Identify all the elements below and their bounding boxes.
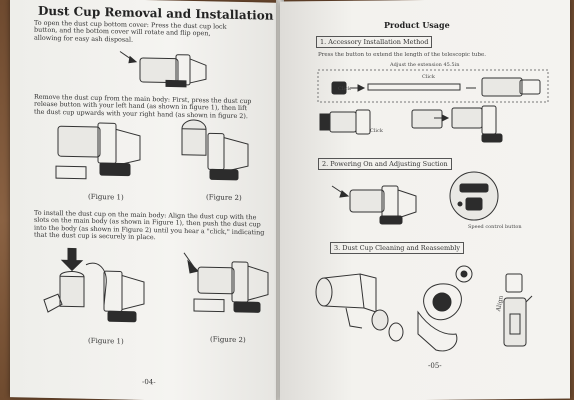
figure-2-caption: (Figure 2) (206, 193, 242, 203)
install-cup-text: To install the dust cup on the main body… (34, 208, 265, 242)
dust-cup-cover-illustration (119, 51, 207, 88)
install-figure-1-caption: (Figure 1) (88, 336, 124, 346)
section-2-heading: 2. Powering On and Adjusting Suction (318, 158, 452, 170)
tube-extension-note: Adjust the extension 45.5in (390, 62, 460, 68)
install-cup-figure-2 (183, 252, 269, 313)
install-figure-2-caption: (Figure 2) (210, 335, 246, 345)
click-label-3: Click (370, 128, 383, 134)
figure-1-caption: (Figure 1) (88, 192, 124, 202)
click-label-2: Click (338, 86, 351, 92)
remove-cup-figure-1 (55, 122, 141, 180)
section-1-text: Press the button to extend the length of… (318, 52, 486, 58)
dust-cup-cleaning-illustration (315, 265, 533, 352)
section-3-heading: 3. Dust Cup Cleaning and Reassembly (330, 242, 465, 254)
power-suction-illustration (331, 171, 499, 225)
right-page-title: Product Usage (384, 20, 450, 30)
install-cup-figure-1 (43, 247, 145, 323)
remove-cup-figure-2 (181, 119, 249, 181)
right-page-number: -05- (428, 362, 442, 370)
left-page: Dust Cup Removal and Installation To ope… (10, 0, 280, 400)
left-page-number: -04- (142, 377, 156, 387)
section-1-heading: 1. Accessory Installation Method (316, 36, 433, 48)
open-cover-text: To open the dust cup bottom cover: Press… (34, 18, 227, 44)
speed-control-label: Speed control button (468, 224, 522, 230)
click-label-1: Click (422, 74, 435, 80)
accessory-installation-illustration (317, 69, 549, 143)
